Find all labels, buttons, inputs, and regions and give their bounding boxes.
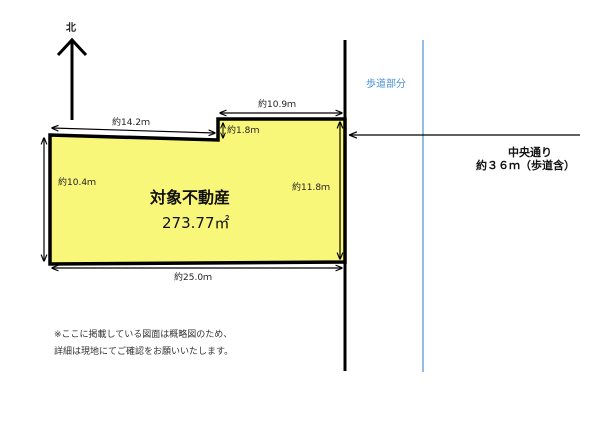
property-area: 273.77㎡ <box>162 214 230 232</box>
dim-arrow-top-left <box>52 128 215 133</box>
north-arrow-icon <box>56 37 88 120</box>
note-line-1: ※ここに掲載している図面は概略図のため、 <box>54 330 233 340</box>
dim-label-left: 約10.4ｍ <box>58 178 97 188</box>
dim-label-step: 約1.8ｍ <box>227 126 260 136</box>
sidewalk-label: 歩道部分 <box>366 79 406 90</box>
road-width: 約３６ｍ（歩道含） <box>476 159 575 172</box>
note-line-2: 詳細は現地にてご確認をお願いいたします。 <box>54 347 234 357</box>
property-title: 対象不動産 <box>150 188 231 207</box>
dim-label-right: 約11.8ｍ <box>292 183 331 193</box>
dim-label-top-right: 約10.9ｍ <box>258 100 297 110</box>
road-name: 中央通り <box>508 146 552 159</box>
dim-label-top-left: 約14.2ｍ <box>112 118 151 128</box>
north-label: 北 <box>66 23 76 34</box>
dim-label-bottom: 約25.0ｍ <box>174 273 213 283</box>
